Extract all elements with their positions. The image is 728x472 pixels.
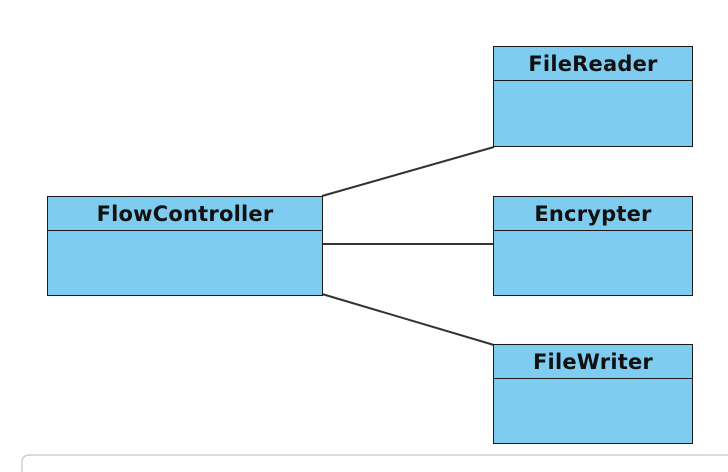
class-name-filewriter: FileWriter — [494, 345, 692, 379]
class-filereader[interactable]: FileReader — [493, 46, 693, 147]
class-filewriter[interactable]: FileWriter — [493, 344, 693, 444]
class-flowcontroller[interactable]: FlowController — [47, 196, 323, 296]
association-flowcontroller-filereader[interactable] — [321, 146, 495, 197]
association-flowcontroller-filewriter[interactable] — [321, 293, 495, 346]
class-encrypter[interactable]: Encrypter — [493, 196, 693, 296]
class-name-encrypter: Encrypter — [494, 197, 692, 231]
class-name-filereader: FileReader — [494, 47, 692, 81]
class-name-flowcontroller: FlowController — [48, 197, 322, 231]
